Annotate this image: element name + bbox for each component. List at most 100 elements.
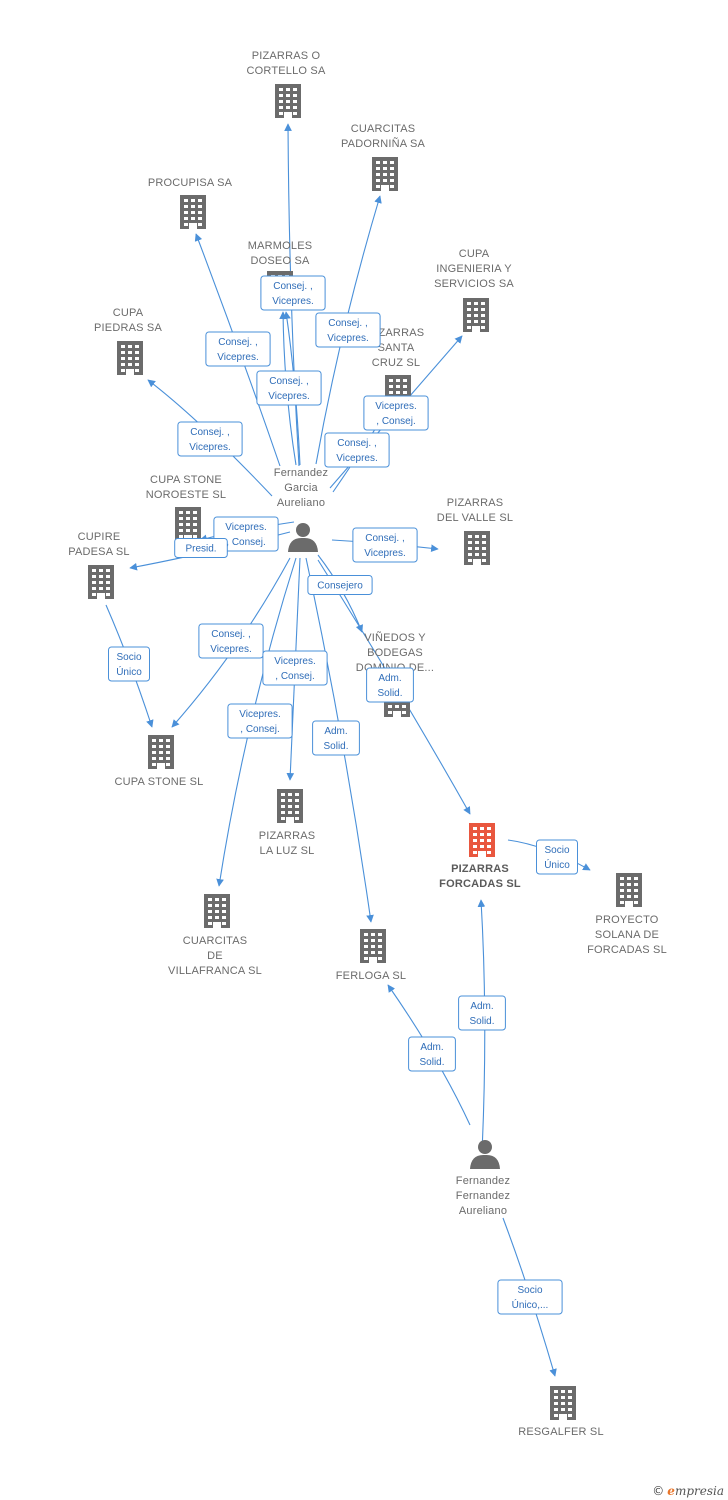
node-label: DOSEO SA [250, 255, 310, 267]
edge-label-box [213, 516, 279, 552]
edge-label-text: Adm. [324, 726, 347, 737]
node-label: SANTA [378, 342, 415, 354]
building-icon [463, 298, 489, 332]
edge-label[interactable]: Vicepres., Consej. [262, 650, 328, 686]
edge-label-text: Socio [517, 1285, 542, 1296]
node-label: CUPA [459, 248, 490, 260]
edge-label[interactable]: Consej. , Vicepres. [205, 331, 271, 367]
edge-label[interactable]: Consejero [307, 575, 373, 595]
node-label: CUPIRE [78, 531, 121, 543]
edge-label-text: Consej. , [218, 337, 257, 348]
edge-label-box [227, 703, 293, 739]
building-icon [88, 565, 114, 599]
node-ferloga[interactable]: FERLOGA SL [336, 929, 406, 982]
edge-label-text: Solid. [323, 741, 348, 752]
edge-label[interactable]: Consej. ,Vicepres. [324, 432, 390, 468]
edge-label-box [312, 720, 360, 756]
node-cupa-stone[interactable]: CUPA STONE SL [115, 735, 204, 788]
node-label: PROYECTO [595, 914, 658, 926]
edge-label[interactable]: Adm. Solid. [312, 720, 360, 756]
edge-label-text: Consej. , [337, 438, 376, 449]
node-label: DEL VALLE SL [437, 512, 513, 524]
node-label: SOLANA DE [595, 929, 659, 941]
node-label: Aureliano [277, 497, 325, 509]
edge-label-text: Único [544, 858, 570, 871]
edge-label[interactable]: Adm.Solid. [366, 667, 414, 703]
edge-label-text: Solid. [469, 1016, 494, 1027]
edge-label[interactable]: Consej. ,Vicepres. [198, 623, 264, 659]
edge-label-box [198, 623, 264, 659]
edge-label[interactable]: SocioÚnico,... [497, 1279, 563, 1315]
edge-label-text: Consejero [317, 581, 363, 592]
edge-label-box [536, 839, 578, 875]
edge-label-text: Adm. [420, 1042, 443, 1053]
edge-label[interactable]: Vicepres., Consej. [227, 703, 293, 739]
edge-label-text: Vicepres. [189, 442, 231, 453]
edge-label-box [352, 527, 418, 563]
node-label: Fernandez [456, 1190, 510, 1202]
edge-label-text: Vicepres. [274, 656, 316, 667]
edge-label-box [256, 370, 322, 406]
edge-label-box [205, 331, 271, 367]
edge-label-text: Adm. [470, 1001, 493, 1012]
edge-label-box [108, 646, 150, 682]
edge-label[interactable]: Vicepres., Consej. [363, 395, 429, 431]
edge-label-box [324, 432, 390, 468]
building-icon [469, 823, 495, 857]
edge-label[interactable]: Consej. ,Vicepres. [256, 370, 322, 406]
node-label: MARMOLES [248, 240, 313, 252]
edge-label[interactable]: Consej. ,Vicepres. [260, 275, 326, 311]
building-icon [464, 531, 490, 565]
building-icon [550, 1386, 576, 1420]
node-label: CORTELLO SA [246, 65, 325, 77]
edge-label-box [458, 995, 506, 1031]
edge-label-text: Vicepres. [364, 548, 406, 559]
node-procupisa[interactable]: PROCUPISA SA [148, 177, 233, 229]
building-icon [616, 873, 642, 907]
edge-label-text: Consej. , [190, 427, 229, 438]
edge-label[interactable]: Consej. ,Vicepres. [315, 312, 381, 348]
empresia-watermark[interactable]: ©empresia [652, 1484, 724, 1498]
edge-label-box [174, 538, 228, 558]
edge-label-box [262, 650, 328, 686]
node-cupa-piedras[interactable]: CUPA PIEDRAS SA [94, 307, 162, 375]
edge-label[interactable]: Adm. Solid. [458, 995, 506, 1031]
node-label: CUPA [113, 307, 144, 319]
edge-label-box [363, 395, 429, 431]
node-resgalfer[interactable]: RESGALFER SL [518, 1386, 604, 1438]
edge-label-text: Socio [116, 652, 141, 663]
edge-label[interactable]: Consej. , Vicepres. [177, 421, 243, 457]
node-label: LA LUZ SL [260, 845, 315, 857]
edge-label-text: Vicepres. [239, 709, 281, 720]
edge-label-text: Vicepres. [327, 333, 369, 344]
edge-label-text: Vicepres. [217, 352, 259, 363]
edge-label-box [408, 1036, 456, 1072]
building-icon [360, 929, 386, 963]
edge-label-text: , Consej. [376, 416, 415, 427]
node-label: PIEDRAS SA [94, 322, 162, 334]
edge-label[interactable]: Presid. [174, 538, 228, 558]
node-label: INGENIERIA Y [436, 263, 512, 275]
building-icon [180, 195, 206, 229]
node-label: CRUZ SL [372, 357, 420, 369]
node-label: PIZARRAS [451, 863, 509, 875]
edge-label[interactable]: Adm.Solid. [408, 1036, 456, 1072]
edge-label-text: Único,... [512, 1298, 549, 1311]
edge-label[interactable]: Vicepres., Consej. [213, 516, 279, 552]
edge-label[interactable]: Consej. ,Vicepres. [352, 527, 418, 563]
